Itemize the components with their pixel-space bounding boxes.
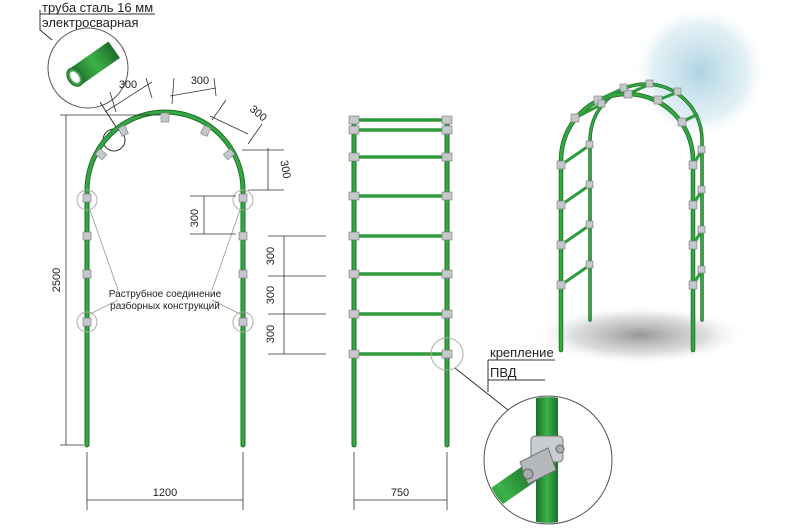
dim-height: 2500 bbox=[51, 268, 63, 292]
ground-shadow bbox=[532, 305, 748, 365]
dim-arc-3: 300 bbox=[247, 103, 269, 124]
front-width-dimension bbox=[86, 452, 244, 510]
dim-step-3: 300 bbox=[265, 325, 277, 343]
pipe-section-icon bbox=[66, 41, 120, 87]
clamp-fitting bbox=[519, 435, 565, 485]
joint-marker bbox=[232, 189, 254, 211]
arc-fittings bbox=[82, 112, 248, 327]
side-view: 750 bbox=[348, 115, 464, 510]
clamp-label-line1: крепление bbox=[490, 345, 554, 360]
dim-side-spacing: 300 bbox=[189, 209, 201, 227]
side-width-dimension bbox=[353, 452, 448, 510]
joint-marker bbox=[76, 311, 98, 333]
height-dimension bbox=[60, 114, 160, 446]
dim-step-1: 300 bbox=[265, 247, 277, 265]
step-dimensions bbox=[268, 235, 326, 355]
dim-side-width: 750 bbox=[391, 487, 409, 499]
clamp-label-line2: ПВД bbox=[490, 365, 517, 380]
dim-arc-2: 300 bbox=[191, 75, 209, 87]
side-spacing-dimension bbox=[190, 195, 236, 235]
arc-dimensions bbox=[104, 77, 284, 191]
ladder-fittings bbox=[348, 115, 453, 359]
dim-arc-4: 300 bbox=[277, 159, 292, 179]
joint-label-line2: разборных конструкций bbox=[110, 300, 220, 312]
front-view: Раструбное соединение разборных конструк… bbox=[51, 75, 292, 510]
joint-marker bbox=[232, 311, 254, 333]
joint-marker bbox=[76, 189, 98, 211]
joint-label-line1: Раструбное соединение bbox=[109, 288, 222, 300]
pipe-title: труба сталь 16 мм bbox=[42, 0, 153, 15]
perspective-fittings bbox=[556, 79, 706, 290]
perspective-view bbox=[532, 4, 768, 365]
pipe-callout: труба сталь 16 мм электросварная bbox=[39, 0, 155, 152]
clamp-marker bbox=[430, 337, 464, 371]
dim-step-2: 300 bbox=[265, 286, 277, 304]
pipe-subtitle: электросварная bbox=[42, 15, 139, 30]
clamp-detail: крепление ПВД bbox=[454, 345, 613, 525]
dim-arc-1: 300 bbox=[119, 79, 137, 91]
dim-front-width: 1200 bbox=[153, 487, 177, 499]
ladder-rungs bbox=[354, 118, 447, 356]
